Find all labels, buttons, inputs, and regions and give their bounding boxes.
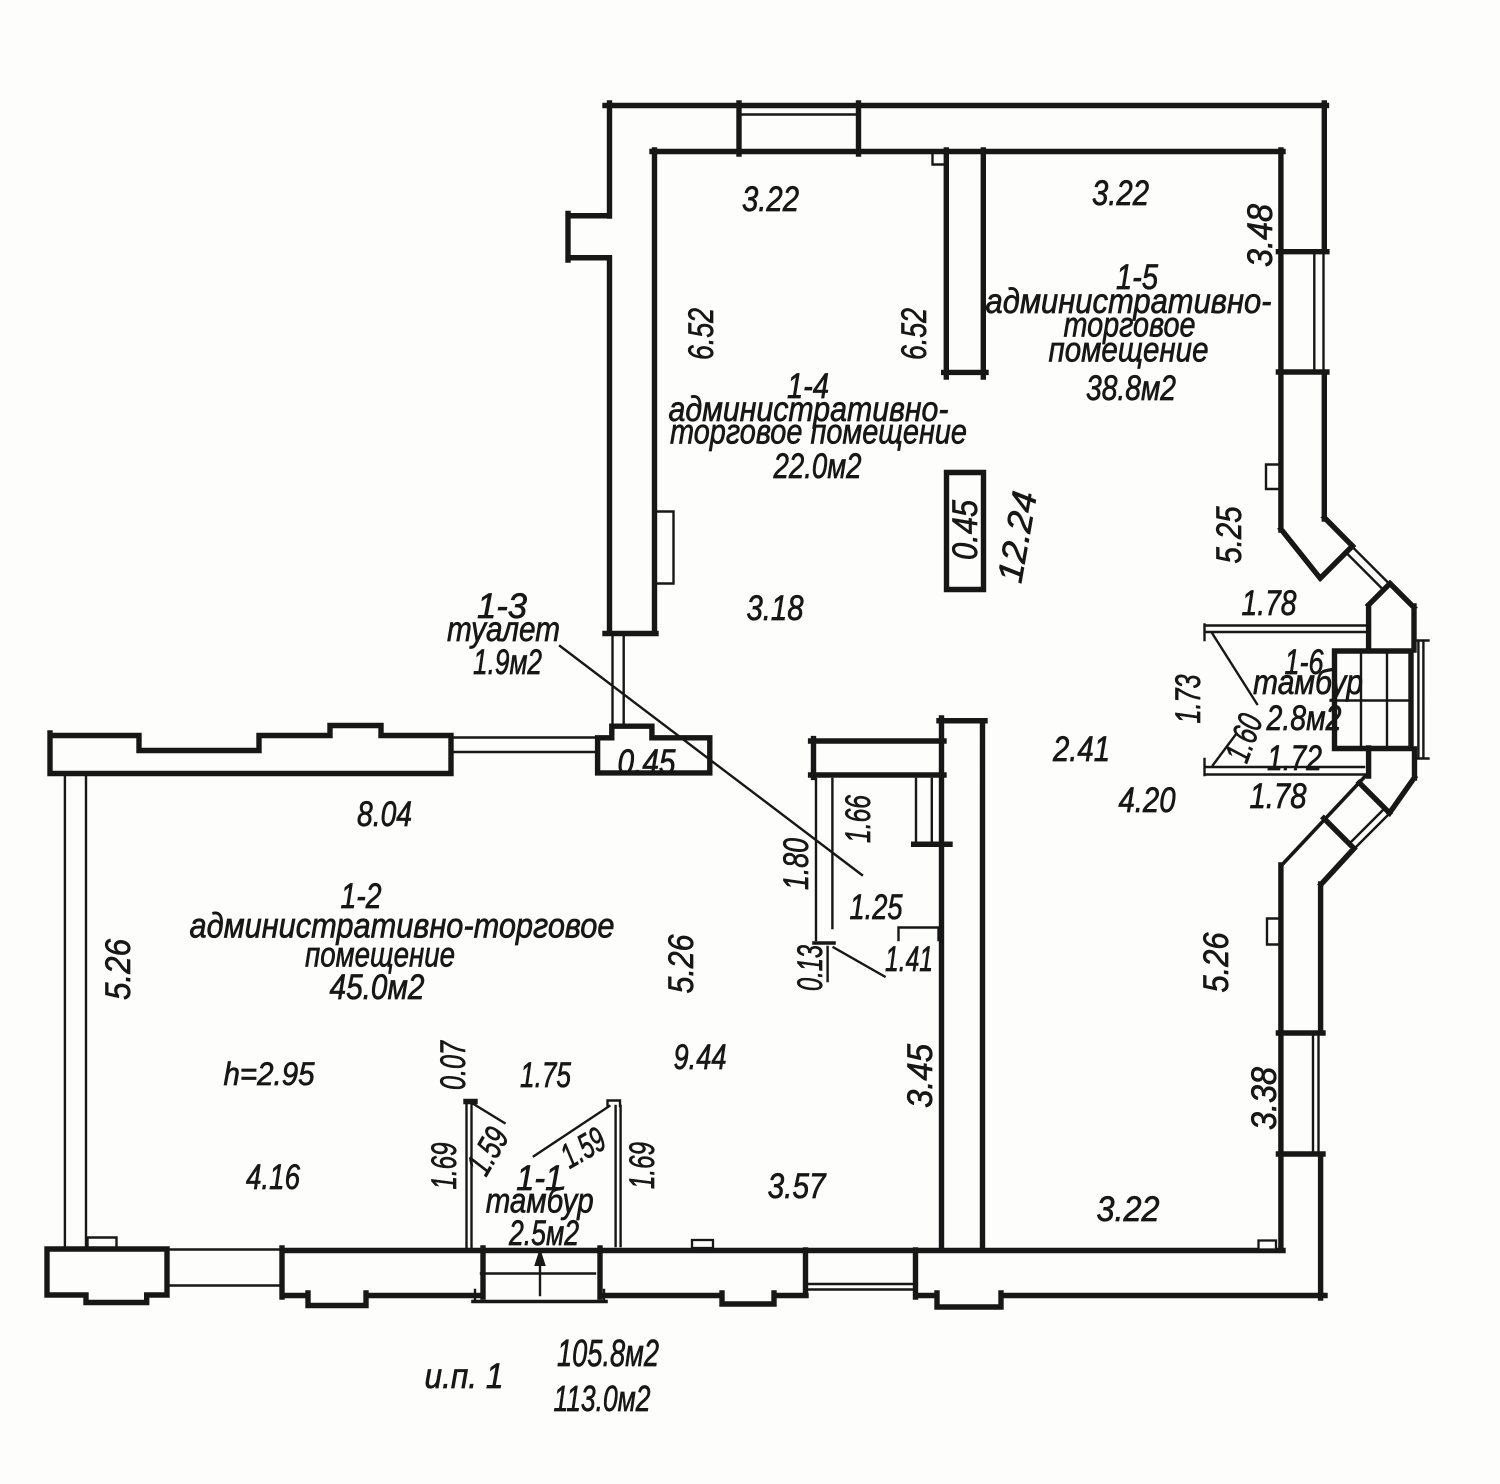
svg-text:3.18: 3.18 bbox=[747, 589, 804, 628]
svg-text:1.75: 1.75 bbox=[520, 1056, 571, 1095]
svg-text:0.45: 0.45 bbox=[946, 500, 985, 560]
svg-text:9.44: 9.44 bbox=[674, 1038, 727, 1077]
svg-text:1.9м2: 1.9м2 bbox=[473, 643, 542, 682]
svg-text:тамбур: тамбур bbox=[486, 1182, 594, 1221]
svg-text:6.52: 6.52 bbox=[682, 308, 721, 360]
svg-text:105.8м2: 105.8м2 bbox=[557, 1333, 659, 1375]
svg-text:3.57: 3.57 bbox=[768, 1167, 827, 1206]
svg-text:4.20: 4.20 bbox=[1119, 781, 1176, 820]
svg-text:3.45: 3.45 bbox=[901, 1044, 940, 1108]
svg-text:административно-: административно- bbox=[986, 282, 1272, 321]
svg-text:5.25: 5.25 bbox=[1210, 506, 1249, 563]
svg-text:1-2: 1-2 bbox=[341, 877, 382, 916]
svg-text:0.13: 0.13 bbox=[791, 945, 830, 991]
svg-text:торговое помещение: торговое помещение bbox=[670, 413, 967, 452]
svg-text:3.22: 3.22 bbox=[1092, 174, 1149, 213]
svg-text:1.69: 1.69 bbox=[623, 1142, 662, 1189]
svg-text:тамбур: тамбур bbox=[1253, 663, 1363, 702]
svg-text:1.80: 1.80 bbox=[777, 838, 816, 890]
svg-text:0.45: 0.45 bbox=[618, 743, 676, 782]
svg-text:5.26: 5.26 bbox=[99, 939, 138, 1000]
svg-text:административно-торговое: административно-торговое bbox=[190, 907, 615, 946]
svg-text:1-1: 1-1 bbox=[516, 1159, 563, 1198]
svg-text:помещение: помещение bbox=[1049, 331, 1209, 370]
svg-text:1.78: 1.78 bbox=[1242, 584, 1297, 623]
svg-text:1.78: 1.78 bbox=[1250, 777, 1307, 816]
svg-text:5.26: 5.26 bbox=[1197, 932, 1236, 992]
svg-text:и.п. 1: и.п. 1 bbox=[425, 1357, 504, 1396]
svg-text:1-6: 1-6 bbox=[1285, 643, 1324, 682]
svg-text:6.52: 6.52 bbox=[895, 308, 934, 360]
svg-text:38.8м2: 38.8м2 bbox=[1086, 369, 1176, 408]
svg-text:113.0м2: 113.0м2 bbox=[554, 1378, 651, 1419]
svg-text:4.16: 4.16 bbox=[246, 1158, 300, 1197]
svg-text:5.26: 5.26 bbox=[662, 934, 701, 993]
svg-text:3.22: 3.22 bbox=[742, 180, 799, 219]
svg-text:8.04: 8.04 bbox=[357, 795, 412, 834]
svg-text:помещение: помещение bbox=[305, 936, 455, 975]
svg-text:2.41: 2.41 bbox=[1052, 730, 1110, 769]
svg-text:22.0м2: 22.0м2 bbox=[773, 447, 862, 486]
svg-text:0.07: 0.07 bbox=[434, 1040, 473, 1090]
svg-text:45.0м2: 45.0м2 bbox=[330, 968, 425, 1007]
svg-text:1.72: 1.72 bbox=[1267, 739, 1322, 778]
svg-text:1-3: 1-3 bbox=[477, 587, 528, 626]
svg-text:туалет: туалет bbox=[447, 610, 560, 649]
svg-text:1.66: 1.66 bbox=[839, 795, 878, 843]
svg-text:торговое: торговое bbox=[1064, 306, 1196, 345]
svg-text:административно-: административно- bbox=[669, 390, 949, 429]
svg-text:1-5: 1-5 bbox=[1116, 258, 1158, 297]
svg-text:1-4: 1-4 bbox=[787, 367, 829, 406]
svg-text:h=2.95: h=2.95 bbox=[224, 1056, 315, 1092]
svg-text:1.69: 1.69 bbox=[425, 1143, 464, 1190]
svg-text:2.8м2: 2.8м2 bbox=[1266, 699, 1342, 738]
svg-text:1.73: 1.73 bbox=[1169, 674, 1208, 723]
svg-text:1.25: 1.25 bbox=[850, 888, 903, 927]
svg-text:3.38: 3.38 bbox=[1245, 1067, 1284, 1130]
svg-text:2.5м2: 2.5м2 bbox=[508, 1214, 579, 1253]
svg-text:1.41: 1.41 bbox=[885, 940, 933, 979]
svg-text:3.48: 3.48 bbox=[1241, 204, 1280, 267]
svg-text:3.22: 3.22 bbox=[1097, 1190, 1160, 1229]
